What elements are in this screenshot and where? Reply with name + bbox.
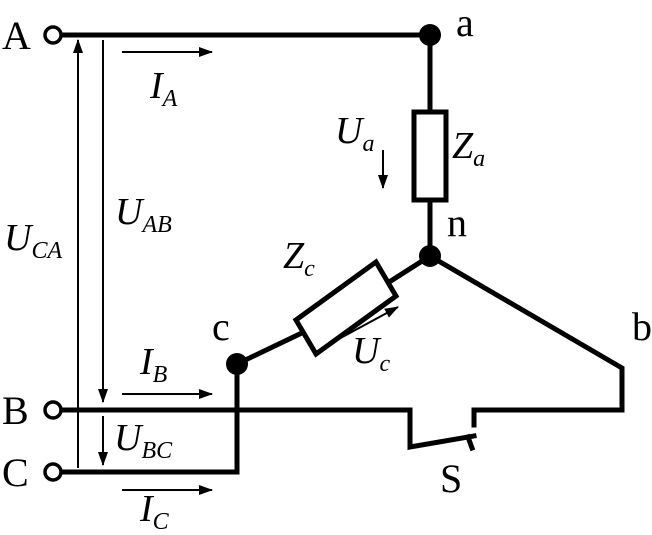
voltage-ubc-label: UBC [114, 417, 173, 464]
switch-contact-bar [464, 433, 476, 452]
wire-n-to-b [426, 252, 625, 428]
voltage-uc-label: Uc [352, 330, 390, 377]
node-n-label: n [447, 200, 467, 245]
node-c-dot [226, 353, 248, 375]
current-ia-label: IA [149, 65, 178, 112]
terminal-a-label: A [2, 13, 31, 58]
current-ib-label: IB [139, 341, 168, 388]
current-ic-label: IC [139, 488, 170, 535]
arrow-uc [321, 306, 399, 349]
impedance-zc-box [292, 258, 400, 358]
node-a-dot [419, 24, 441, 46]
node-c-label: c [212, 304, 230, 349]
terminal-c-label: C [2, 450, 29, 495]
impedance-zc-label: Zc [283, 235, 315, 282]
switch-label: S [440, 456, 462, 501]
terminal-a-circle [43, 25, 63, 45]
wire-zc-to-c [233, 327, 310, 368]
node-b-label: b [632, 304, 652, 349]
terminal-b-label: B [2, 388, 29, 433]
terminal-c-circle [43, 462, 63, 482]
node-a-label: a [456, 0, 474, 45]
node-n-dot [419, 245, 441, 267]
terminal-b-circle [43, 400, 63, 420]
voltage-uab-label: UAB [115, 191, 172, 238]
impedance-za-label: Za [452, 125, 485, 172]
voltage-ua-label: Ua [335, 110, 374, 157]
voltage-uca-label: UCA [4, 217, 62, 264]
impedance-za-box [411, 109, 449, 203]
wire-line-c [59, 361, 240, 475]
